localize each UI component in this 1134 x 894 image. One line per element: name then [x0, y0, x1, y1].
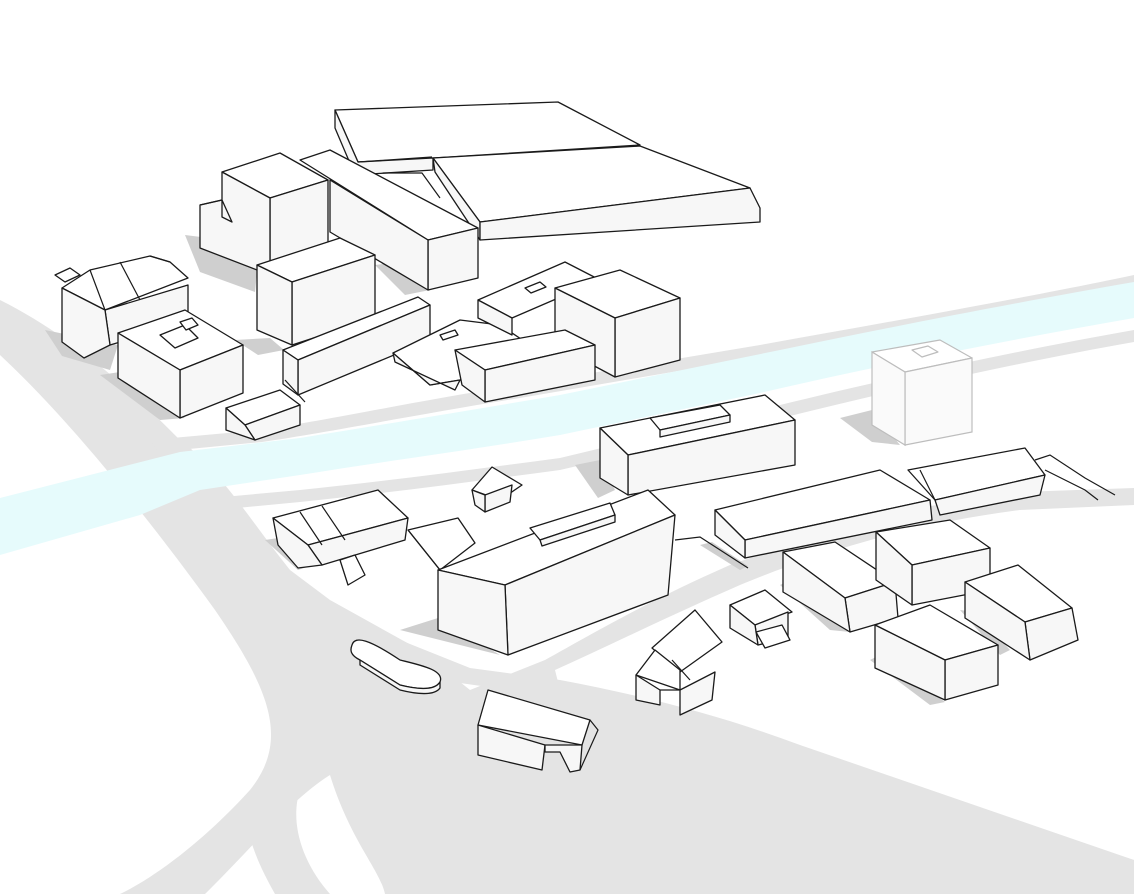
building-box-right-3	[964, 564, 1079, 661]
river	[0, 282, 1134, 555]
bottom-left-road	[246, 790, 330, 894]
south-bank-road	[190, 330, 1134, 512]
building-low-slab	[282, 296, 431, 396]
wall-line-right	[1034, 454, 1116, 496]
building-small-shed	[225, 379, 306, 441]
building-left-box	[117, 309, 244, 419]
building-cottage-1	[635, 609, 723, 716]
lower-street	[300, 612, 1134, 876]
building-cottage-2	[729, 589, 793, 649]
building-main-south	[437, 489, 749, 656]
building-bottom-house	[477, 689, 599, 773]
building-small-gable	[471, 466, 523, 513]
building-pill-pavilion	[350, 639, 442, 695]
building-long-hall-right	[714, 447, 1046, 559]
building-ghost	[871, 339, 973, 447]
building-box-right-1	[782, 541, 899, 633]
building-long-riverside	[454, 329, 596, 403]
building-box-right-4	[874, 604, 999, 701]
building-south-block	[599, 394, 796, 496]
main-road	[0, 300, 1134, 894]
wall-line-right-2	[1044, 469, 1099, 501]
building-large-hall	[334, 101, 761, 241]
building-gable-house-left	[272, 489, 409, 586]
building-long-slab	[299, 149, 479, 291]
north-bank-road	[150, 275, 1134, 452]
building-shed-roof	[407, 517, 476, 571]
building-box-center	[554, 269, 681, 378]
buildings-layer	[54, 101, 1116, 773]
